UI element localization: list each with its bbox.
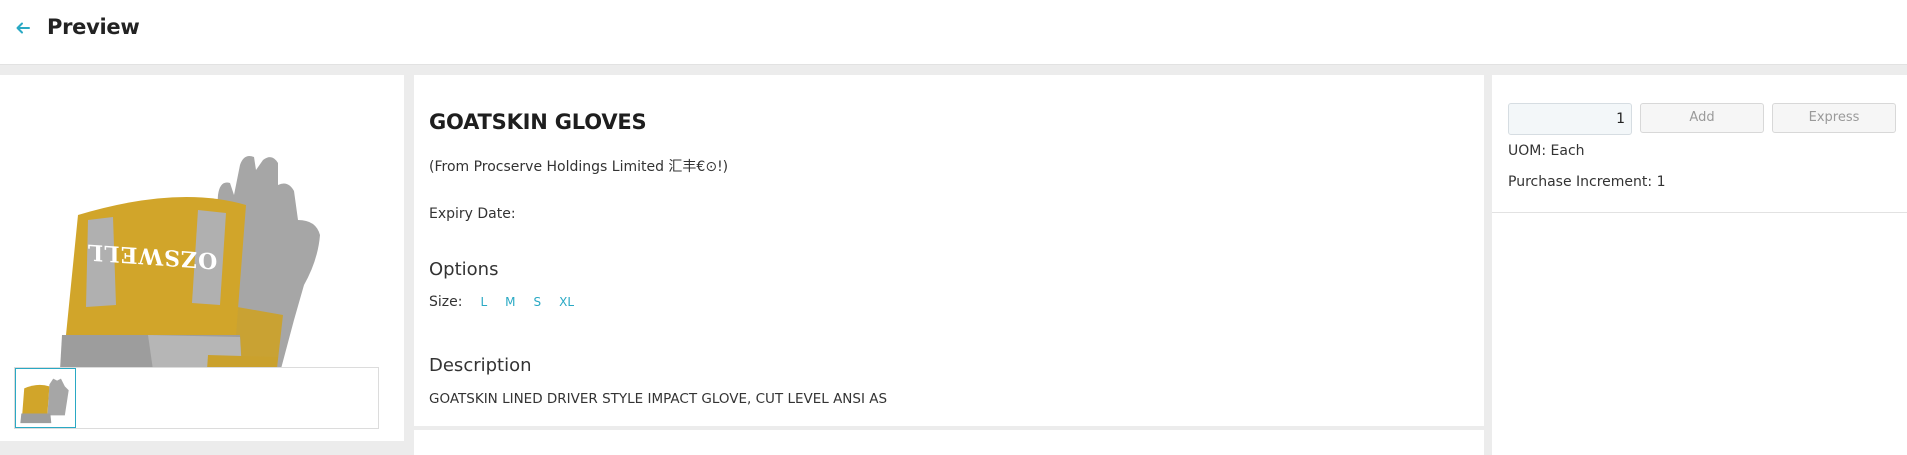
product-title: GOATSKIN GLOVES <box>429 110 647 134</box>
description-heading: Description <box>429 355 532 376</box>
arrow-left-icon[interactable] <box>14 19 32 37</box>
description-text: GOATSKIN LINED DRIVER STYLE IMPACT GLOVE… <box>429 391 888 407</box>
purchase-increment-text: Purchase Increment: 1 <box>1508 174 1666 190</box>
size-options: Size: L M S XL <box>429 294 574 310</box>
supplier-text: (From Procserve Holdings Limited 汇丰€⊙!) <box>429 159 729 175</box>
page-header: Preview <box>0 0 1907 65</box>
quantity-input[interactable]: 1 <box>1508 103 1632 135</box>
thumbnail-image <box>20 378 69 424</box>
size-option-m[interactable]: M <box>505 295 516 309</box>
uom-text: UOM: Each <box>1508 143 1585 159</box>
page-title: Preview <box>47 15 140 39</box>
add-button[interactable]: Add <box>1640 103 1764 133</box>
size-option-s[interactable]: S <box>533 295 542 309</box>
size-option-xl[interactable]: XL <box>559 295 575 309</box>
size-label: Size: <box>429 294 463 310</box>
image-panel: OZSWELL <box>0 75 404 441</box>
size-option-l[interactable]: L <box>480 295 488 309</box>
express-button[interactable]: Express <box>1772 103 1896 133</box>
thumbnail-strip <box>14 367 379 429</box>
purchase-panel: 1 Add Express UOM: Each Purchase Increme… <box>1492 75 1907 455</box>
thumbnail-item[interactable] <box>15 368 76 428</box>
divider <box>1492 212 1907 213</box>
expiry-date-label: Expiry Date: <box>429 206 516 222</box>
options-heading: Options <box>429 259 499 280</box>
details-panel: GOATSKIN GLOVES (From Procserve Holdings… <box>414 75 1484 426</box>
details-panel-footer <box>414 430 1484 455</box>
